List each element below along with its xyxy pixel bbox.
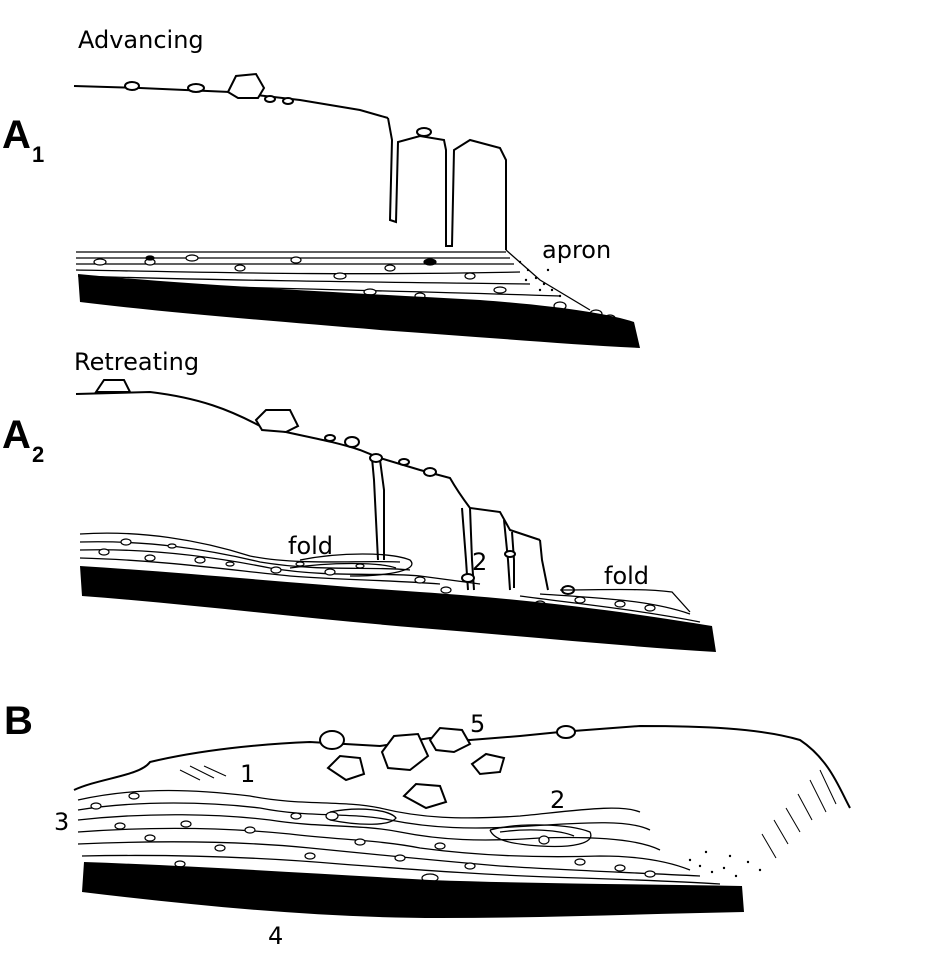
a1-surface-boulders xyxy=(124,72,432,137)
a2-crevasses xyxy=(371,457,549,591)
panel-a1: A 1 Advancing xyxy=(2,26,640,348)
a2-bedrock xyxy=(80,566,716,652)
a2-sediment-layers xyxy=(79,532,701,623)
panel-a1-caption: Advancing xyxy=(78,26,204,54)
panel-a2-letter: A xyxy=(2,413,31,457)
panel-a2-subscript: 2 xyxy=(32,442,44,467)
panel-b: B xyxy=(4,699,851,950)
panel-a1-letter: A xyxy=(2,113,31,157)
a1-crevasse-1 xyxy=(387,117,507,250)
b-number-4: 4 xyxy=(268,922,283,950)
b-stipple xyxy=(688,850,762,878)
fold-label-left: fold xyxy=(288,532,333,560)
b-number-5: 5 xyxy=(470,710,485,738)
a2-ice-surface xyxy=(75,390,541,541)
panel-a1-subscript: 1 xyxy=(32,142,44,167)
b-till-surface xyxy=(73,724,851,809)
panel-a2-caption: Retreating xyxy=(74,348,199,376)
b-bedrock xyxy=(82,862,744,918)
b-surface-boulders xyxy=(319,725,576,810)
b-number-2: 2 xyxy=(550,786,565,814)
a2-surface-boulders xyxy=(94,379,575,595)
fold-label-right: fold xyxy=(604,562,649,590)
a1-bedrock xyxy=(78,274,640,348)
panel-b-letter: B xyxy=(4,699,33,743)
b-sediment-layers xyxy=(77,789,721,885)
a1-apron-stipple xyxy=(518,260,562,298)
b-slope-hatching xyxy=(179,765,837,859)
b-number-1: 1 xyxy=(240,760,255,788)
b-number-3: 3 xyxy=(54,808,69,836)
b-clasts xyxy=(90,792,656,883)
panel-a2: A 2 Retreating xyxy=(2,348,716,652)
apron-label: apron xyxy=(542,236,611,264)
a2-number-2: 2 xyxy=(472,548,487,576)
